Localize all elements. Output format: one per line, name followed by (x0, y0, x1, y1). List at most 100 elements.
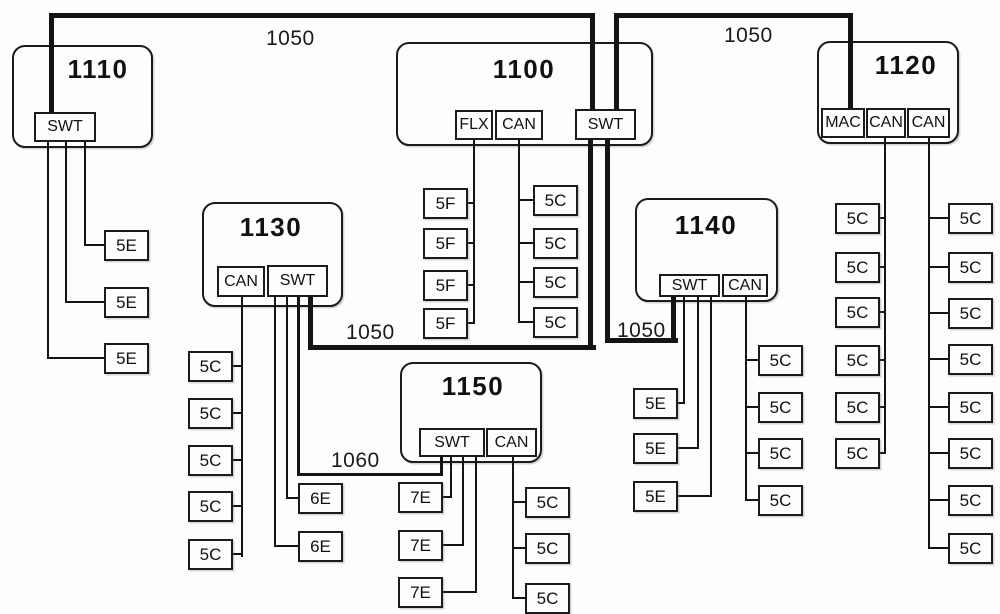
wire-1120-can2 (928, 358, 948, 360)
node-5c: 5C (188, 351, 233, 382)
wire-1150-7e (442, 496, 452, 498)
port-swt-1150: SWT (419, 428, 485, 457)
node-5c: 5C (948, 203, 993, 234)
node-5e: 5E (104, 343, 149, 374)
bus-1060-v-1130 (297, 296, 300, 476)
node-7e: 7E (398, 530, 443, 561)
node-5c: 5C (835, 438, 880, 469)
wire-1110-5e (65, 142, 67, 303)
bus-1050-midright-v-1100 (605, 138, 610, 343)
wire-1150-7e (442, 544, 464, 546)
wire-1130-5c (230, 553, 243, 555)
wire-1120-can2 (928, 406, 948, 408)
port-mac-1120: MAC (821, 108, 865, 138)
wire-1130-5c (230, 505, 243, 507)
node-5c: 5C (188, 445, 233, 476)
wire-1140-5e (678, 495, 712, 497)
node-5c: 5C (948, 533, 993, 564)
port-flx-1100: FLX (455, 110, 493, 140)
bus-1060-v-1150 (440, 455, 443, 476)
bus-1050-topleft-v-1110 (49, 13, 54, 113)
wire-1120-can2 (928, 137, 930, 549)
bus-1050-midleft-v-1130 (308, 296, 313, 350)
node-5c: 5C (525, 487, 570, 518)
port-can2-1120: CAN (907, 108, 950, 138)
bus-1050-topright-v-1120 (848, 13, 853, 109)
wire-1130-5c (230, 365, 243, 367)
node-5e: 5E (633, 433, 678, 464)
bus-1060-h (297, 473, 443, 476)
bus-1050-topright-v-1100 (614, 13, 619, 111)
node-5c: 5C (948, 252, 993, 283)
node-5c: 5C (758, 485, 803, 516)
wire-1130-6e (286, 497, 300, 499)
node-5c: 5C (835, 345, 880, 376)
bus-1050-topleft-h (49, 13, 595, 18)
node-5c: 5C (835, 297, 880, 328)
wire-1100-5f (466, 284, 475, 286)
wire-1110-5e (65, 301, 104, 303)
wire-1110-5e (47, 142, 49, 359)
wire-1120-can1 (878, 359, 886, 361)
wire-1120-can1 (884, 137, 886, 454)
node-5f: 5F (423, 308, 468, 339)
node-6e: 6E (298, 483, 343, 514)
wire-1120-can1 (878, 311, 886, 313)
wire-1150-7e (475, 456, 477, 593)
wire-1130-6e (274, 545, 300, 547)
node-5c: 5C (948, 298, 993, 329)
bus-label-1050-top-right: 1050 (724, 24, 773, 47)
node-5e: 5E (633, 481, 678, 512)
bus-1050-midright-h (605, 338, 678, 343)
node-5e: 5E (104, 230, 149, 261)
wire-1130-5c (230, 412, 243, 414)
node-5c: 5C (758, 392, 803, 423)
port-can1-1120: CAN (866, 108, 906, 138)
wire-1150-5c (512, 597, 527, 599)
port-can-1100: CAN (495, 110, 543, 140)
node-5c: 5C (835, 203, 880, 234)
bus-1050-midright-v-1140 (671, 295, 676, 343)
node-5c: 5C (948, 485, 993, 516)
wire-1100-5f (473, 140, 475, 324)
node-5f: 5F (423, 228, 468, 259)
node-5c: 5C (188, 398, 233, 429)
node-5c: 5C (758, 438, 803, 469)
wire-1140-5e (678, 402, 685, 404)
wire-1140-5e (678, 447, 699, 449)
wire-1140-5c (745, 499, 760, 501)
port-can-1140: CAN (722, 274, 768, 297)
node-5c: 5C (533, 185, 578, 216)
node-5c: 5C (835, 392, 880, 423)
wire-1100-5f (466, 242, 475, 244)
port-swt-1140: SWT (659, 274, 720, 297)
node-5c: 5C (525, 533, 570, 564)
ecu-title-1150: 1150 (441, 371, 505, 401)
node-6e: 6E (298, 531, 343, 562)
node-7e: 7E (398, 482, 443, 513)
node-5c: 5C (533, 307, 578, 338)
wire-1120-can1 (878, 266, 886, 268)
wire-1140-5c (745, 359, 760, 361)
ecu-title-1120: 1120 (874, 50, 938, 80)
wire-1130-5c (230, 459, 243, 461)
node-5c: 5C (758, 345, 803, 376)
wire-1150-7e (450, 456, 452, 498)
wire-1100-5c (518, 321, 535, 323)
wire-1100-5c (518, 140, 520, 323)
wire-1120-can2 (928, 547, 948, 549)
node-5c: 5C (835, 252, 880, 283)
ecu-title-1110: 1110 (67, 54, 129, 84)
wire-1140-5c (745, 296, 747, 501)
wire-1150-7e (462, 456, 464, 546)
wire-1150-5c (512, 456, 514, 599)
wire-1120-can2 (928, 452, 948, 454)
wire-1140-5c (745, 452, 760, 454)
node-5c: 5C (948, 438, 993, 469)
wire-1140-5e (697, 297, 699, 449)
node-5f: 5F (423, 188, 468, 219)
wire-1100-5c (518, 281, 535, 283)
port-swt-1100: SWT (575, 109, 636, 140)
